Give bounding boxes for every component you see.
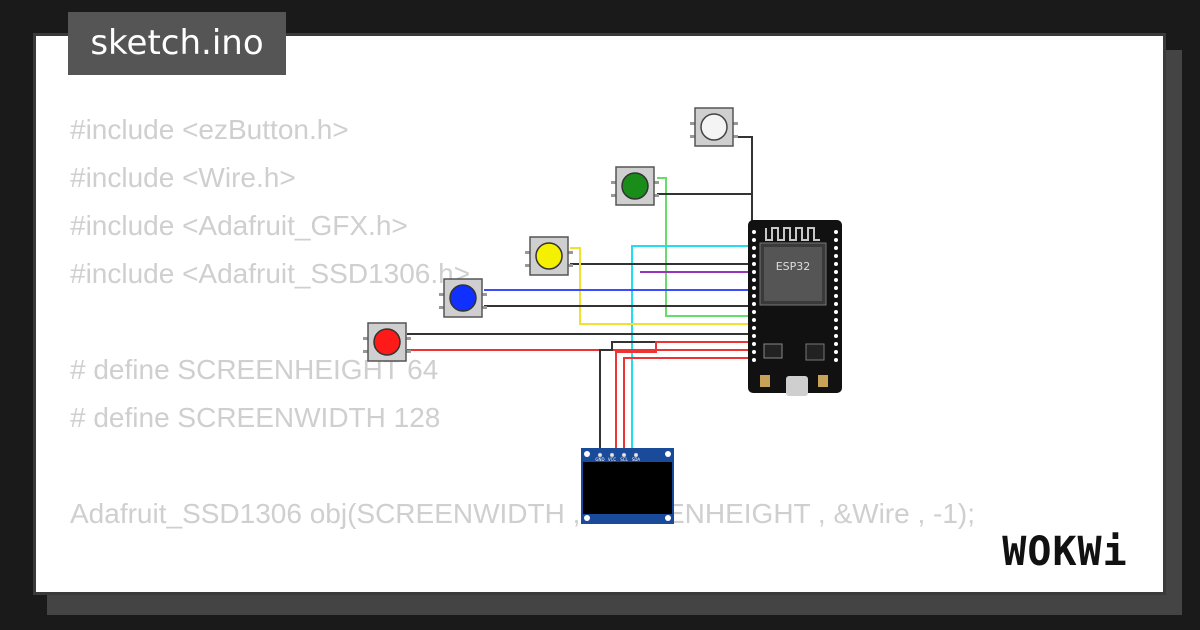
code-line: #include <Adafruit_GFX.h> bbox=[70, 210, 408, 241]
oled-pin-vcc: VCC bbox=[608, 457, 617, 462]
oled-display[interactable]: GND VCC SCL SDA bbox=[581, 448, 674, 524]
code-line: #include <ezButton.h> bbox=[70, 114, 349, 145]
oled-pin-gnd: GND bbox=[595, 457, 604, 462]
pushbutton-white[interactable] bbox=[690, 107, 738, 147]
pushbutton-red[interactable] bbox=[363, 322, 411, 362]
wire-oled-scl bbox=[623, 357, 752, 455]
esp32-board[interactable]: ESP32 bbox=[748, 220, 842, 396]
code-line: #include <Adafruit_SSD1306.h> bbox=[70, 258, 471, 289]
pushbutton-green[interactable] bbox=[611, 166, 659, 206]
oled-pin-scl: SCL bbox=[620, 457, 628, 462]
wokwi-logo-text: WOKWi bbox=[1002, 529, 1127, 575]
esp32-label: ESP32 bbox=[776, 260, 811, 273]
wokwi-logo[interactable]: WOKWi bbox=[975, 526, 1155, 578]
wire-oled-vcc bbox=[615, 341, 752, 455]
oled-pin-labels: GND VCC SCL SDA bbox=[595, 457, 640, 462]
pushbutton-yellow[interactable] bbox=[525, 236, 573, 276]
pushbutton-blue[interactable] bbox=[439, 278, 487, 318]
wire-white-button bbox=[733, 136, 753, 240]
code-line: # define SCREENHEIGHT 64 bbox=[70, 354, 439, 385]
code-preview: #include <ezButton.h> #include <Wire.h> #i… bbox=[70, 106, 975, 592]
project-card: #include <ezButton.h> #include <Wire.h> #i… bbox=[33, 33, 1166, 595]
file-tab[interactable]: sketch.ino bbox=[68, 12, 286, 75]
wire-yellow-signal bbox=[570, 247, 752, 325]
code-line: # define SCREENWIDTH 128 bbox=[70, 402, 441, 433]
wires bbox=[407, 136, 840, 455]
code-line: #include <Wire.h> bbox=[70, 162, 296, 193]
oled-pin-sda: SDA bbox=[632, 457, 641, 462]
